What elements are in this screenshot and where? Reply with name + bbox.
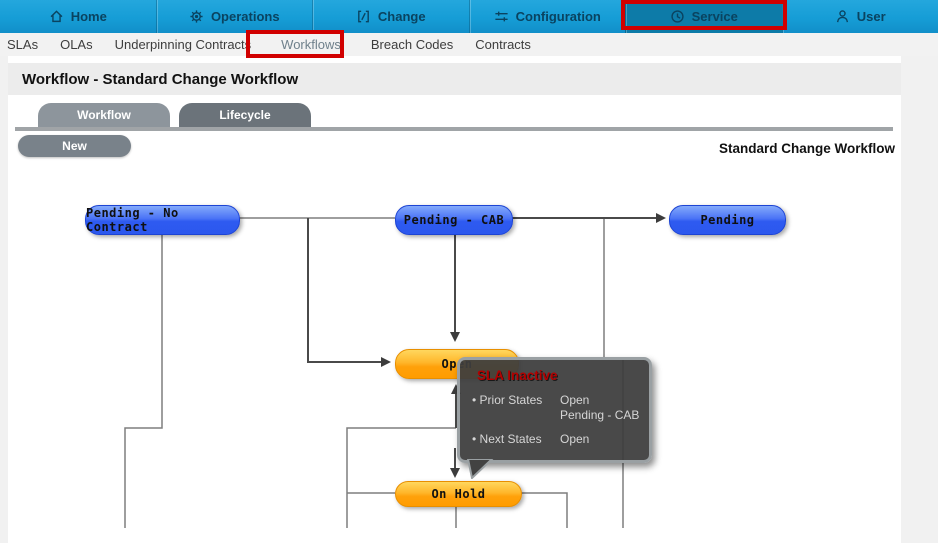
nav-item-label: Operations — [210, 9, 280, 24]
content-card: Workflow - Standard Change Workflow Work… — [8, 63, 901, 543]
workflow-node-pending-no-contract[interactable]: Pending - No Contract — [85, 205, 240, 235]
configuration-icon — [494, 9, 509, 24]
nav-item-home[interactable]: Home — [0, 0, 156, 33]
subnav-item-workflows[interactable]: Workflows — [281, 37, 341, 52]
nav-item-label: Change — [377, 9, 426, 24]
workflow-node-on-hold[interactable]: On Hold — [395, 481, 522, 507]
operations-icon — [189, 9, 204, 24]
nav-item-change[interactable]: Change — [312, 0, 469, 33]
nav-item-configuration[interactable]: Configuration — [468, 0, 626, 33]
nav-item-label: Service — [691, 9, 738, 24]
workflow-node-open[interactable]: Open — [395, 349, 519, 379]
card-header: Workflow - Standard Change Workflow — [8, 63, 901, 95]
workflow-node-pending-cab[interactable]: Pending - CAB — [395, 205, 513, 235]
nav-item-service[interactable]: Service — [625, 0, 782, 33]
tab-workflow[interactable]: Workflow — [38, 103, 170, 127]
nav-item-user[interactable]: User — [781, 0, 938, 33]
left-gutter — [0, 56, 8, 543]
nav-item-label: User — [856, 9, 886, 24]
tab-bar: Workflow Lifecycle — [38, 103, 311, 127]
workflow-node-pending[interactable]: Pending — [669, 205, 786, 235]
change-icon — [356, 9, 371, 24]
nav-item-operations[interactable]: Operations — [155, 0, 313, 33]
new-button[interactable]: New — [18, 135, 131, 157]
nav-item-label: Configuration — [515, 9, 601, 24]
page-title: Workflow - Standard Change Workflow — [22, 70, 299, 88]
service-icon — [670, 9, 685, 24]
home-icon — [49, 9, 64, 24]
right-gutter — [901, 56, 938, 543]
workflow-name-label: Standard Change Workflow — [718, 141, 895, 156]
subnav-item-olas[interactable]: OLAs — [60, 37, 93, 52]
user-icon — [835, 9, 850, 24]
top-nav: Home Operations Change Configuration Ser… — [0, 0, 938, 33]
subnav-item-breach-codes[interactable]: Breach Codes — [370, 37, 454, 52]
subnav-item-slas[interactable]: SLAs — [7, 37, 39, 52]
nav-item-label: Home — [70, 9, 107, 24]
sub-nav: SLAs OLAs Underpinning Contracts Workflo… — [0, 33, 938, 56]
subnav-item-contracts[interactable]: Contracts — [475, 37, 531, 52]
tab-underline — [15, 127, 893, 131]
tab-lifecycle[interactable]: Lifecycle — [179, 103, 311, 127]
subnav-item-underpinning-contracts[interactable]: Underpinning Contracts — [114, 37, 252, 52]
